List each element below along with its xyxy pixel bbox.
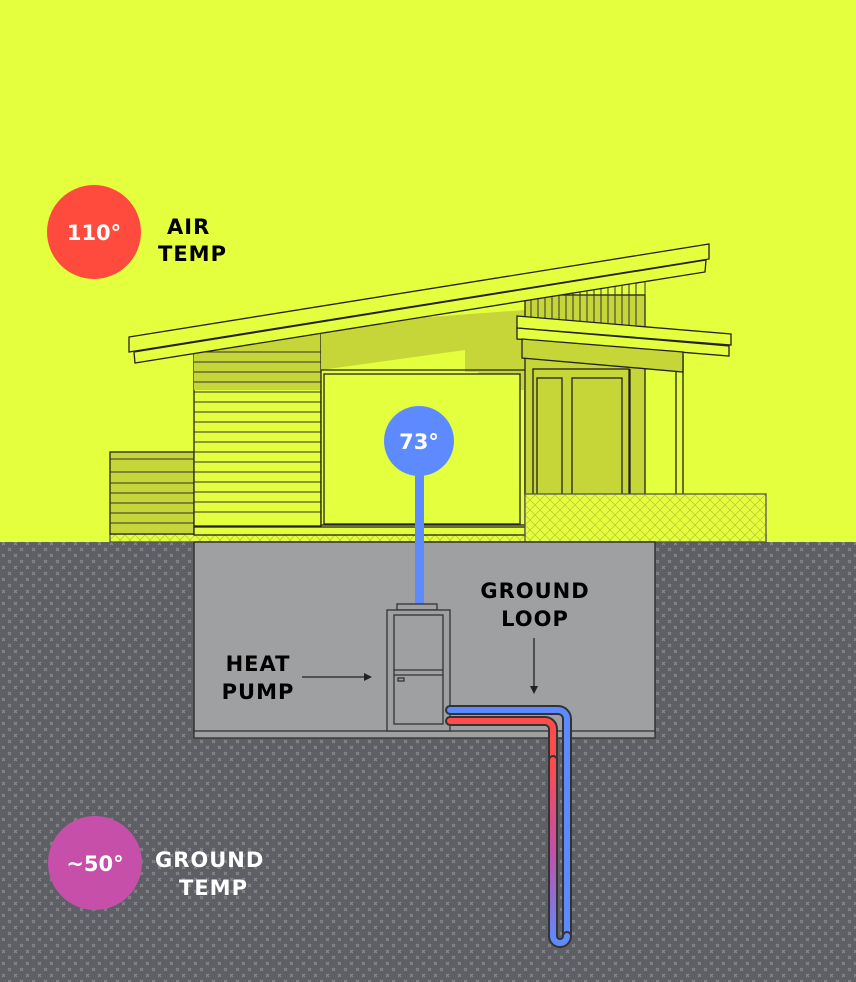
heat-pump-arrow	[302, 673, 372, 681]
heat-pump-label-line1: HEAT	[226, 652, 291, 676]
indoor-temp-value: 73°	[399, 430, 439, 454]
house	[109, 243, 767, 543]
ground-temp-label-line1: GROUND	[155, 848, 264, 872]
ground-temp-value: ~50°	[66, 852, 123, 876]
ground-temp-label-line2: TEMP	[179, 876, 248, 900]
air-temp-label-line2: TEMP	[158, 242, 227, 266]
air-temp-badge	[47, 185, 141, 279]
air-temp-value: 110°	[67, 221, 121, 245]
indoor-supply-line	[415, 470, 424, 605]
ground-temp-badge	[48, 816, 142, 910]
ground-loop-arrow	[530, 638, 538, 694]
ground-loop-pipes	[445, 705, 572, 948]
ground-loop-label-line2: LOOP	[501, 607, 569, 631]
air-temp-label-line1: AIR	[167, 215, 210, 239]
indoor-temp-badge	[384, 406, 454, 476]
heat-pump-label-line2: PUMP	[222, 680, 295, 704]
heat-pump-unit	[386, 603, 451, 732]
ground-loop-label-line1: GROUND	[480, 579, 589, 603]
basement-floor	[193, 730, 656, 739]
